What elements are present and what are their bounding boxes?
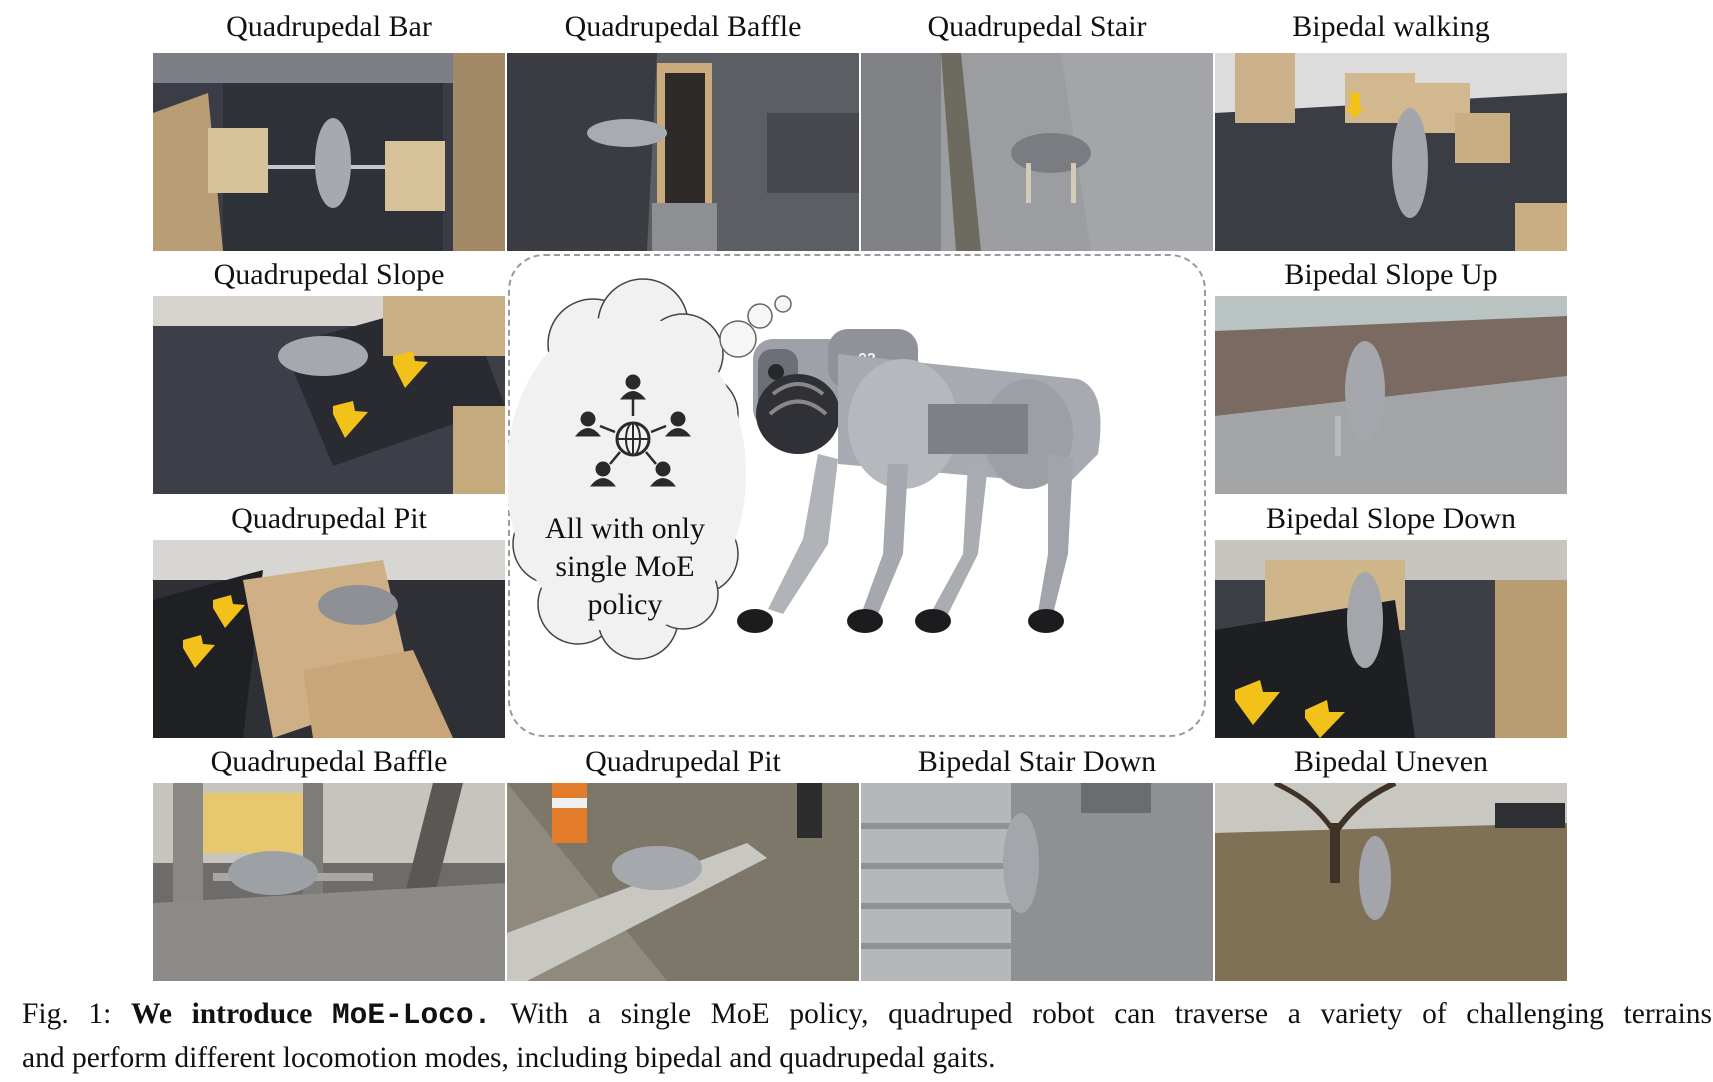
cloud-text: All with only single MoE policy	[535, 510, 715, 624]
cloud-text-line-3: policy	[587, 588, 663, 621]
figure-caption: Fig. 1: We introduce MoE-Loco. With a si…	[22, 993, 1712, 1080]
panel-title-quadrupedal-stair: Quadrupedal Stair	[927, 10, 1147, 43]
caption-line-1-rest: With a single MoE policy, quadruped robo…	[510, 998, 1712, 1030]
panel-title-quadrupedal-bar: Quadrupedal Bar	[226, 10, 432, 43]
photo-quadrupedal-pit-1	[153, 540, 505, 738]
panel-title-quadrupedal-pit: Quadrupedal Pit	[231, 502, 427, 535]
panel-title-bipedal-walking: Bipedal walking	[1292, 10, 1490, 43]
caption-line-2: and perform different locomotion modes, …	[22, 1042, 996, 1074]
photo-bipedal-uneven	[1215, 783, 1567, 981]
panel-title-quadrupedal-slope: Quadrupedal Slope	[213, 258, 445, 291]
caption-label: Fig. 1:	[22, 998, 112, 1030]
photo-quadrupedal-baffle-2	[153, 783, 505, 981]
cloud-text-line-1: All with only	[544, 512, 705, 545]
panel-title-bipedal-slope-down: Bipedal Slope Down	[1266, 502, 1516, 535]
caption-method: MoE-Loco.	[331, 998, 492, 1032]
photo-quadrupedal-stair	[861, 53, 1213, 251]
photo-quadrupedal-slope	[153, 296, 505, 494]
panel-title-quadrupedal-baffle: Quadrupedal Baffle	[564, 10, 802, 43]
photo-quadrupedal-pit-2	[507, 783, 859, 981]
photo-bipedal-stair-down	[861, 783, 1213, 981]
network-icon	[574, 374, 692, 487]
caption-bold-lead: We introduce	[130, 998, 313, 1030]
cloud-text-line-2: single MoE	[555, 550, 695, 583]
center-illustration: 02	[508, 278, 1101, 660]
panel-title-quadrupedal-baffle-2: Quadrupedal Baffle	[210, 745, 448, 778]
photo-bipedal-slope-down	[1215, 540, 1567, 738]
photo-bipedal-slope-up	[1215, 296, 1567, 494]
panel-title-bipedal-slope-up: Bipedal Slope Up	[1284, 258, 1498, 291]
panel-title-bipedal-stair-down: Bipedal Stair Down	[917, 745, 1157, 778]
photo-quadrupedal-baffle-1	[507, 53, 859, 251]
photo-bipedal-walking	[1215, 53, 1567, 251]
panel-title-quadrupedal-pit-2: Quadrupedal Pit	[585, 745, 781, 778]
photo-quadrupedal-bar	[153, 53, 505, 251]
robot-dog-image: 02	[737, 329, 1101, 633]
caption-line-1: Fig. 1: We introduce MoE-Loco. With a si…	[22, 993, 1712, 1037]
panel-title-bipedal-uneven: Bipedal Uneven	[1293, 745, 1489, 778]
figure-1: Quadrupedal Bar Quadrupedal Baffle Quadr…	[153, 10, 1567, 981]
